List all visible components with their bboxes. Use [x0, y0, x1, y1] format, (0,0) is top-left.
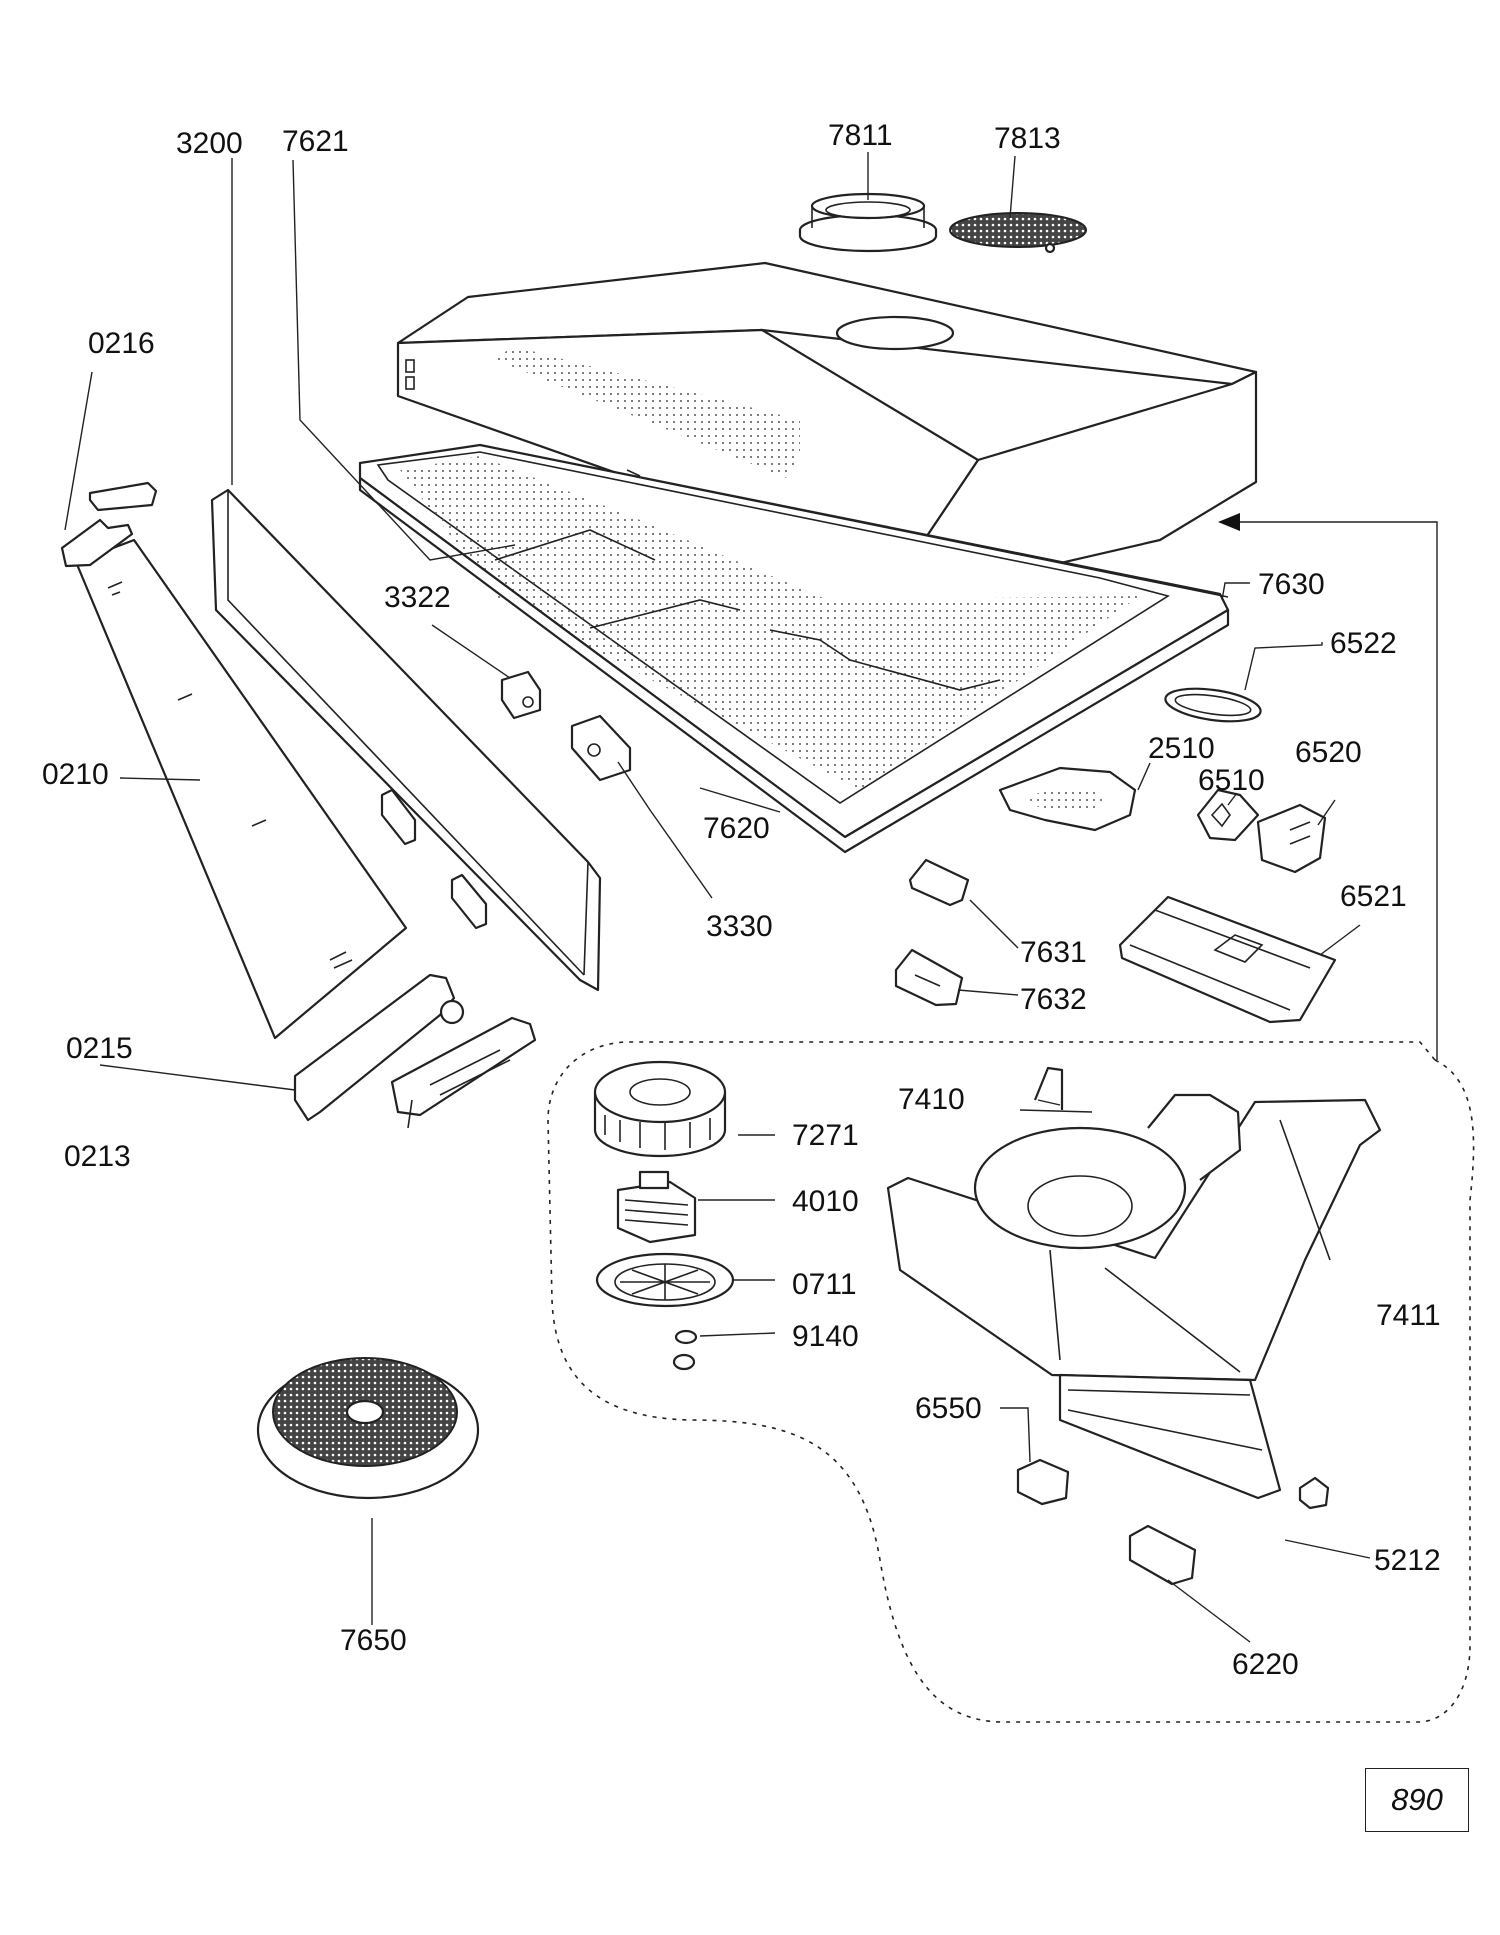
- label-0210: 0210: [42, 758, 109, 791]
- label-7631: 7631: [1020, 936, 1087, 969]
- part-6522-lamp-cover: [1164, 687, 1262, 723]
- part-labels: 3200 7621 7811 7813 0216 3322 7630 6522 …: [42, 119, 1441, 1681]
- part-6220-connector: [1128, 1524, 1197, 1586]
- assembly-arrowhead: [1218, 513, 1240, 531]
- part-6520-lampholder: [1256, 803, 1327, 874]
- label-7632: 7632: [1020, 983, 1087, 1016]
- part-small-clip: [1298, 1476, 1330, 1510]
- part-0216-bracket: [60, 481, 158, 568]
- part-7650-charcoal-filter: [256, 1357, 480, 1500]
- label-2510: 2510: [1148, 732, 1215, 765]
- label-6520: 6520: [1295, 736, 1362, 769]
- label-7813: 7813: [994, 122, 1061, 155]
- part-6521-lamp-bracket: [1118, 895, 1337, 1024]
- part-7811-collar: [798, 192, 938, 253]
- part-7410-fan-housing: [886, 1066, 1382, 1382]
- label-6521: 6521: [1340, 880, 1407, 913]
- label-0216: 0216: [88, 327, 155, 360]
- label-0213: 0213: [64, 1140, 131, 1173]
- part-7632-clip: [894, 948, 964, 1007]
- part-3322-knob: [500, 670, 542, 720]
- label-7411: 7411: [1376, 1299, 1441, 1332]
- label-3322: 3322: [384, 581, 451, 614]
- label-6522: 6522: [1330, 627, 1397, 660]
- part-3330-knob: [570, 714, 632, 782]
- part-0215-bracket: [293, 973, 465, 1122]
- part-7271-motor-wheel: [593, 1060, 727, 1158]
- part-5212-duct-frame: [1058, 1373, 1282, 1500]
- page-number: 890: [1391, 1782, 1443, 1817]
- label-6220: 6220: [1232, 1648, 1299, 1681]
- part-6550-switch: [1016, 1458, 1070, 1506]
- label-5212: 5212: [1374, 1544, 1441, 1577]
- label-6550: 6550: [915, 1392, 982, 1425]
- assembly-arrow: [1226, 521, 1438, 1060]
- motor-assembly-boundary: [547, 1041, 1475, 1723]
- label-9140: 9140: [792, 1320, 859, 1353]
- label-7630: 7630: [1258, 568, 1325, 601]
- leader-lines: [64, 152, 1371, 1643]
- part-7631-clip: [908, 858, 970, 907]
- part-6510-lamp: [1196, 788, 1260, 842]
- part-3200-front-panel: [210, 488, 602, 992]
- label-3200: 3200: [176, 127, 243, 160]
- page-number-box: 890: [1365, 1768, 1469, 1832]
- label-4010: 4010: [792, 1185, 859, 1218]
- label-7811: 7811: [828, 119, 893, 152]
- part-4010-capacitor: [616, 1170, 697, 1244]
- label-0711: 0711: [792, 1268, 857, 1301]
- label-7620: 7620: [703, 812, 770, 845]
- label-7271: 7271: [792, 1119, 859, 1152]
- label-6510: 6510: [1198, 764, 1265, 797]
- part-0711-motor-base: [595, 1252, 735, 1308]
- part-7630-bottom-tray: [358, 443, 1230, 854]
- label-7650: 7650: [340, 1624, 407, 1657]
- part-7813-grille: [949, 212, 1087, 254]
- label-7410: 7410: [898, 1083, 965, 1116]
- label-3330: 3330: [706, 910, 773, 943]
- label-0215: 0215: [66, 1032, 133, 1065]
- part-9140-washers: [672, 1329, 698, 1371]
- label-7621: 7621: [282, 125, 349, 158]
- part-0213-switch-housing: [390, 1016, 537, 1129]
